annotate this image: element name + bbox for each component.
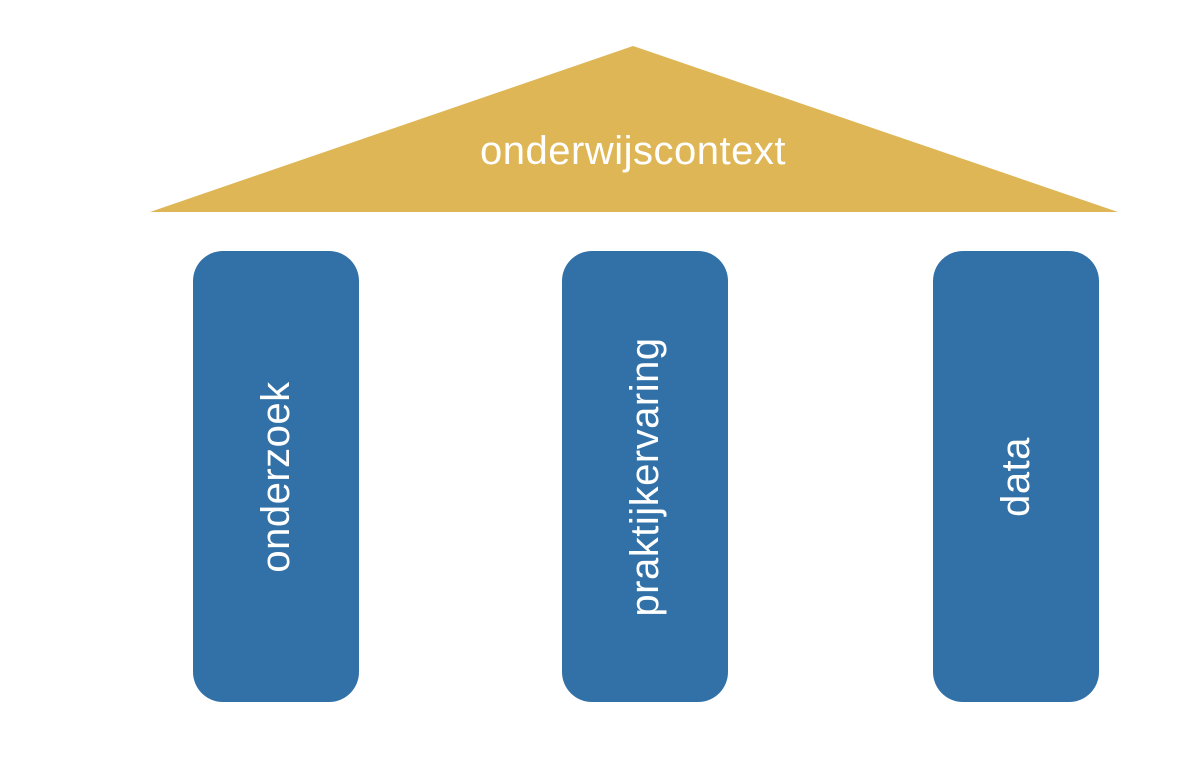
pillar-onderzoek-label: onderzoek bbox=[254, 380, 298, 573]
pillar-data-label: data bbox=[994, 436, 1038, 517]
pillar-data: data bbox=[933, 251, 1099, 702]
roof-triangle bbox=[150, 46, 1118, 212]
pillar-praktijkervaring-label: praktijkervaring bbox=[623, 336, 667, 617]
pillar-praktijkervaring: praktijkervaring bbox=[562, 251, 728, 702]
roof-label: onderwijscontext bbox=[480, 129, 786, 173]
pillar-onderzoek: onderzoek bbox=[193, 251, 359, 702]
